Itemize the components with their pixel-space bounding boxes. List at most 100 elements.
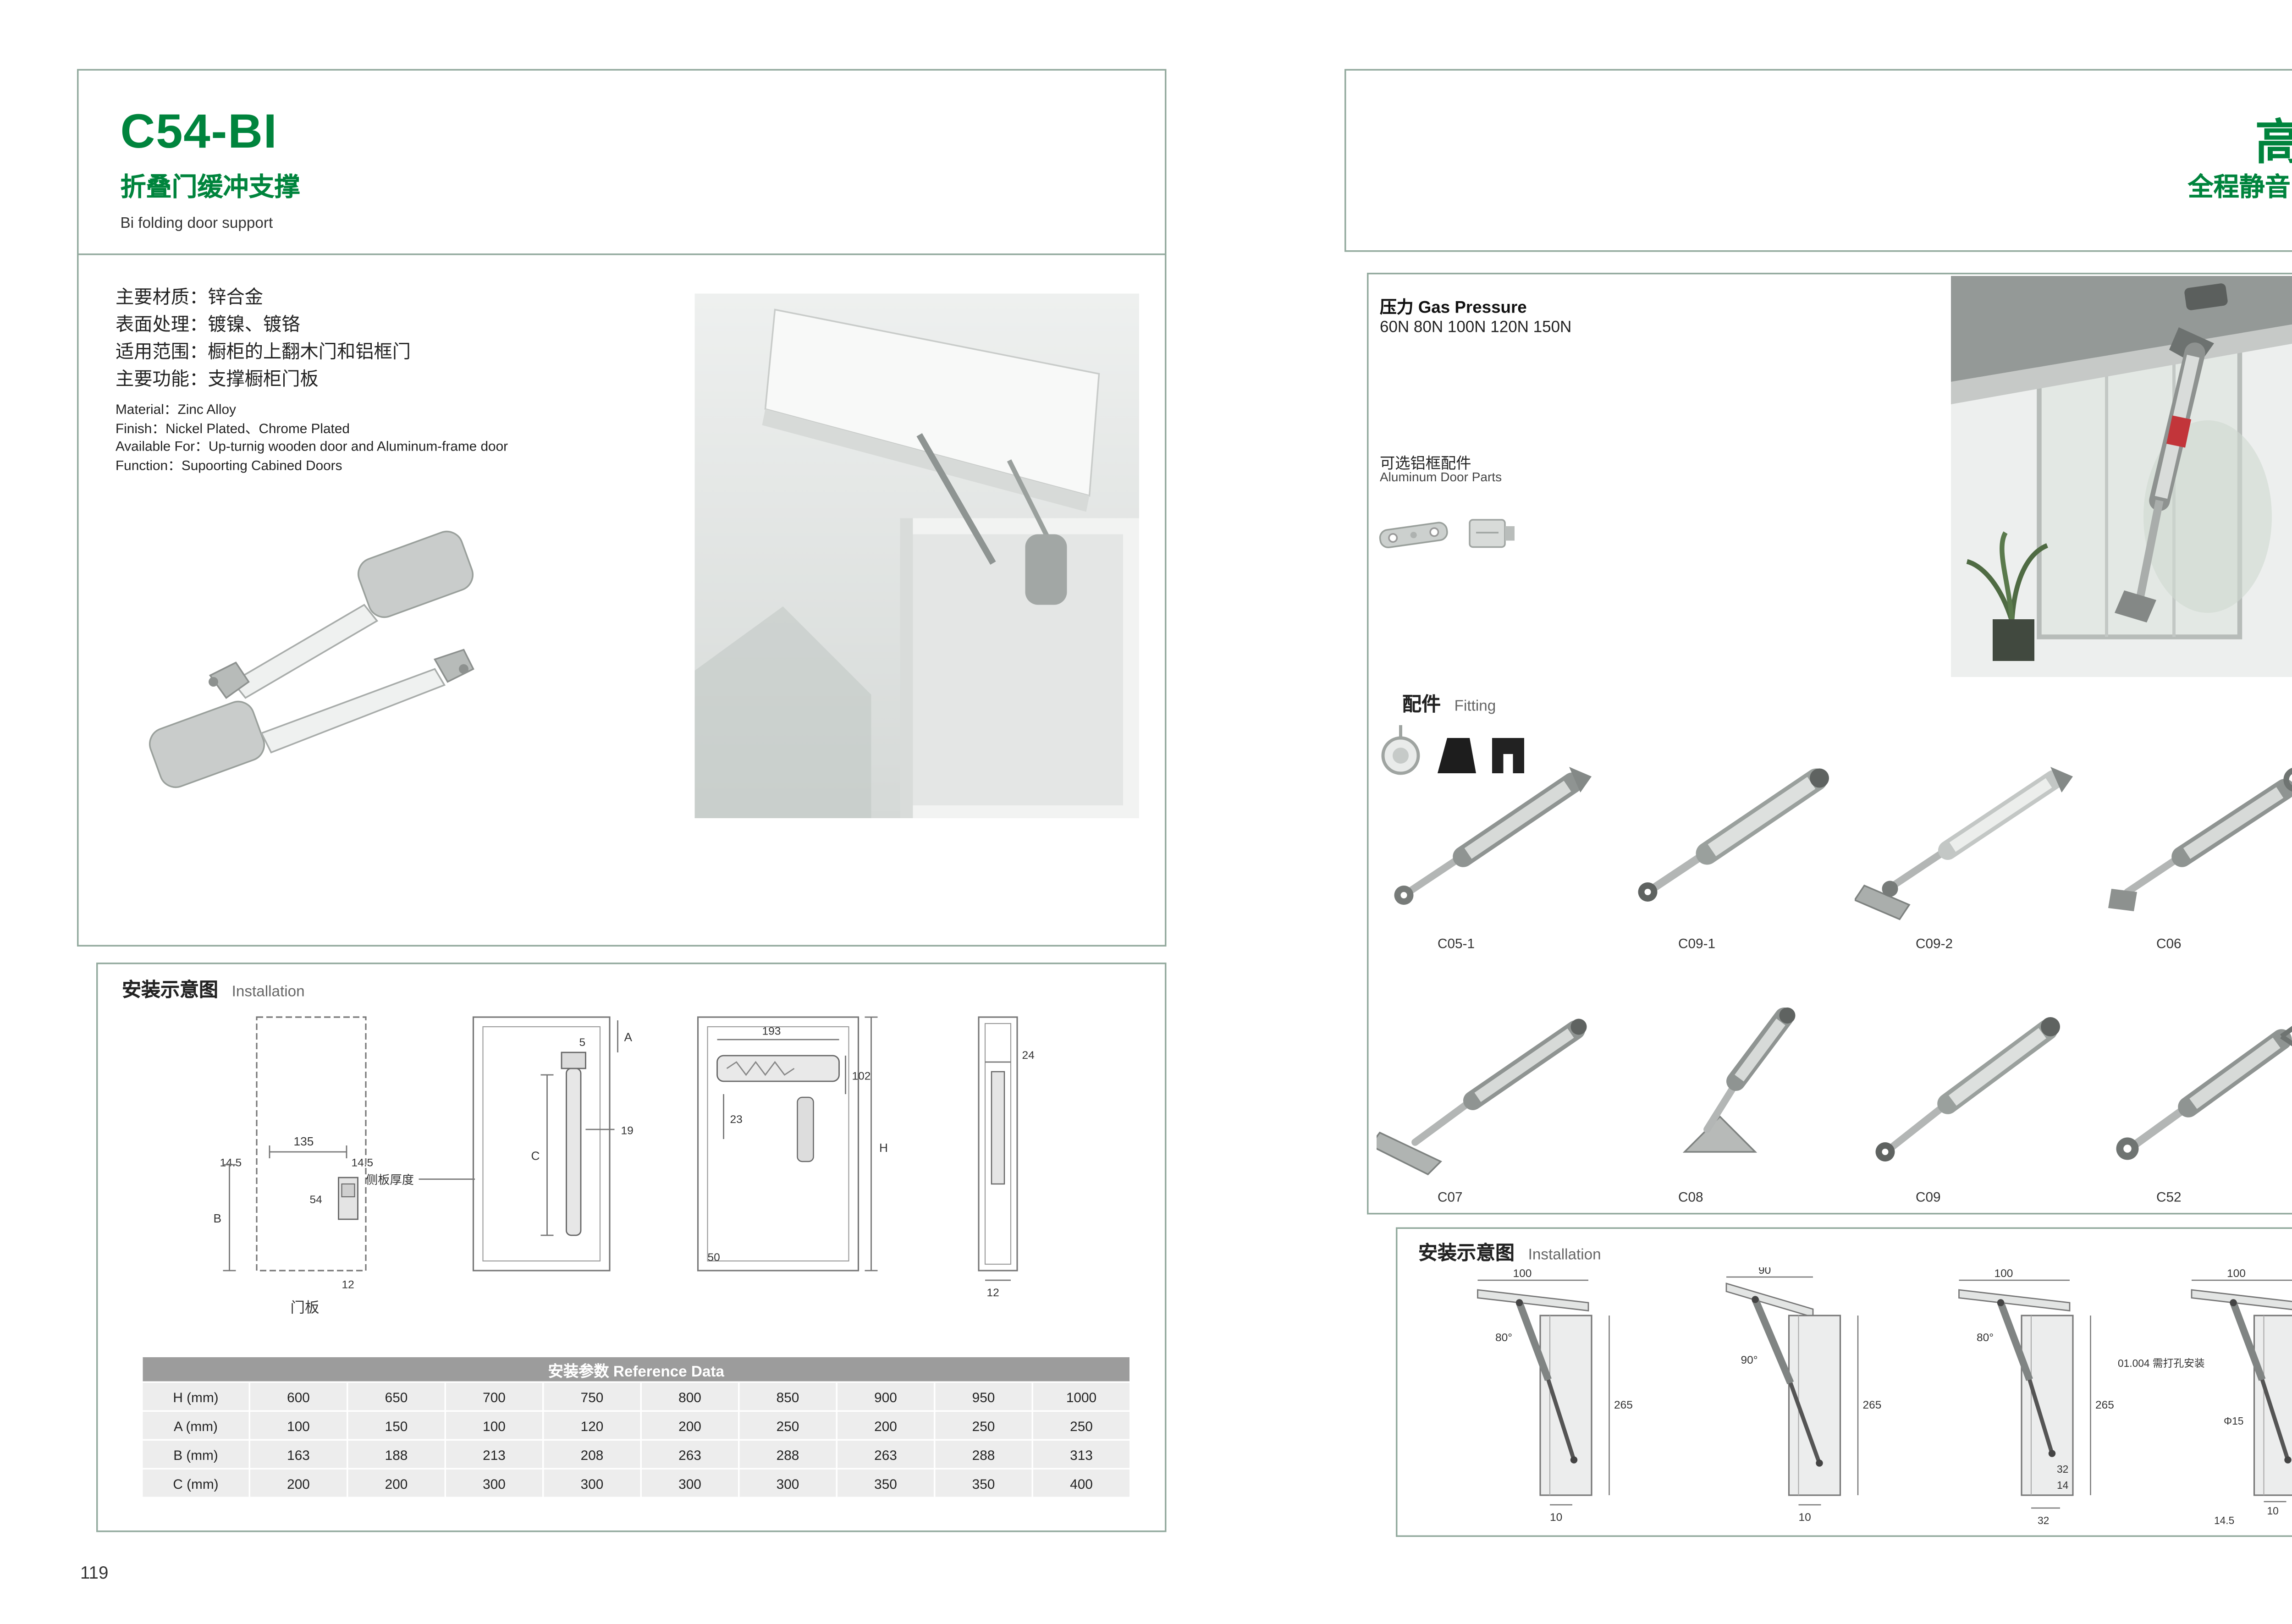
installation-title-cn: 安装示意图: [122, 979, 219, 1001]
spec-line: Function：Supoorting Cabined Doors: [116, 456, 342, 473]
cell: 100: [446, 1412, 542, 1439]
dim-24: 24: [1022, 1049, 1035, 1062]
cell: 300: [642, 1470, 738, 1497]
dim-50: 50: [708, 1251, 720, 1264]
dim-a: A: [624, 1030, 633, 1044]
product-c09-1: C09-1: [1617, 748, 1842, 952]
specs-chinese: 主要材质：锌合金 表面处理：镀镍、镀铬 适用范围：橱柜的上翻木门和铝框门 主要功…: [116, 286, 411, 395]
dim-5: 5: [579, 1036, 586, 1049]
cell: 263: [642, 1441, 738, 1468]
table-row: H (mm) 600 650 700 750 800 850 900 950 1…: [143, 1383, 1129, 1410]
row-label: H (mm): [143, 1383, 249, 1410]
table-row: A (mm) 100 150 100 120 200 250 200 250 2…: [143, 1412, 1129, 1439]
cell: 650: [348, 1383, 445, 1410]
spec-line: 适用范围：橱柜的上翻木门和铝框门: [116, 343, 411, 363]
table-row: C (mm) 200 200 300 300 300 300 350 350 4…: [143, 1470, 1129, 1497]
cell: 313: [1033, 1441, 1129, 1468]
fitting-parts-image: [1381, 725, 1524, 775]
dim-54: 54: [310, 1194, 322, 1206]
cell: 200: [837, 1412, 934, 1439]
right-installation-panel: [1396, 1227, 2292, 1537]
spec-line: 表面处理：镀镍、镀铬: [116, 316, 300, 336]
dim-height: 265: [1863, 1399, 1882, 1411]
dim-10: 10: [2267, 1505, 2279, 1517]
gas-spring-image: [1853, 767, 2073, 920]
cell: 208: [544, 1441, 640, 1468]
cell: 400: [1033, 1470, 1129, 1497]
cell: 213: [446, 1441, 542, 1468]
product-c52: C52: [2095, 1001, 2292, 1205]
cell: 800: [642, 1383, 738, 1410]
dim-height: 265: [2095, 1399, 2114, 1411]
right-installation-heading: 安装示意图 Installation: [1418, 1239, 1601, 1267]
cell: 288: [739, 1441, 836, 1468]
cell: 750: [544, 1383, 640, 1410]
product-label: C52: [2156, 1189, 2182, 1205]
support-arm-lower: [149, 649, 474, 788]
product-label: C08: [1678, 1189, 1703, 1205]
installation-title-cn: 安装示意图: [1418, 1242, 1515, 1264]
cell: 600: [250, 1383, 347, 1410]
page-title: C54-BI: [120, 106, 278, 159]
dim-height: 265: [1614, 1399, 1633, 1411]
dim-102: 102: [852, 1070, 871, 1083]
plant: [1966, 531, 2049, 661]
install-diagram-3: 100 80° 265 32 14 32: [1958, 1267, 2114, 1526]
dim-14-5: 14.5: [2214, 1514, 2234, 1526]
spec-line: 主要材质：锌合金: [116, 289, 263, 308]
product-label: C07: [1438, 1189, 1463, 1205]
product-c07: C07: [1369, 1001, 1601, 1205]
table-title: 安装参数 Reference Data: [143, 1357, 1129, 1382]
dim-32a: 32: [2057, 1463, 2068, 1475]
aluminum-parts-label-cn: 可选铝框配件: [1380, 456, 1471, 473]
right-content-panel: [1367, 273, 2292, 1215]
row-label: A (mm): [143, 1412, 249, 1439]
cell: 288: [935, 1441, 1032, 1468]
page-subtitle-en: Bi folding door support: [120, 215, 273, 233]
install-diagram-2: 90 90° 265 10: [1725, 1267, 1882, 1524]
product-label: C09-1: [1678, 935, 1716, 952]
cell: 100: [250, 1412, 347, 1439]
cell: 200: [250, 1470, 347, 1497]
gas-spring-image: [1875, 1017, 2060, 1162]
product-label: C09-2: [1916, 935, 1953, 952]
cell: 300: [446, 1470, 542, 1497]
side-panel-thickness-label: 侧板厚度: [366, 1173, 414, 1187]
gas-pressure-values: 60N 80N 100N 120N 150N: [1380, 319, 1572, 337]
dim-12: 12: [342, 1279, 354, 1291]
dim-b: B: [214, 1211, 222, 1225]
spec-line: Finish：Nickel Plated、Chrome Plated: [116, 419, 350, 436]
cell: 700: [446, 1383, 542, 1410]
cell: 350: [837, 1470, 934, 1497]
fitting-label-en: Fitting: [1454, 698, 1496, 716]
cell: 163: [250, 1441, 347, 1468]
product-c08: C08: [1617, 1001, 1842, 1205]
product-label: C05-1: [1438, 935, 1475, 952]
product-c05-1: C05-1: [1377, 748, 1601, 952]
cell: 300: [544, 1470, 640, 1497]
product-c06: C06: [2095, 748, 2292, 952]
gas-spring-image: [2108, 768, 2292, 911]
table-header-row: 安装参数 Reference Data: [143, 1357, 1129, 1382]
support-arm-upper: [209, 530, 474, 699]
cell: 250: [739, 1412, 836, 1439]
aluminum-parts-image: [1379, 519, 1515, 549]
product-label: C09: [1916, 1189, 1941, 1205]
cell: 950: [935, 1383, 1032, 1410]
gas-spring-image: [2116, 1026, 2292, 1160]
cell: 200: [642, 1412, 738, 1439]
dim-angle: 80°: [1977, 1332, 1994, 1344]
aluminum-parts-label-en: Aluminum Door Parts: [1380, 470, 1502, 485]
installation-heading: 安装示意图 Installation: [122, 975, 305, 1004]
left-page-panel: [77, 69, 1167, 947]
right-page-subtitle-en: Gas spring: [1344, 215, 2292, 233]
cabinet-photo: [694, 293, 1139, 818]
cell: 350: [935, 1470, 1032, 1497]
dim-top: 100: [1513, 1267, 1532, 1280]
drill-note: 01.004 需打孔安装: [2118, 1357, 2205, 1369]
cell: 850: [739, 1383, 836, 1410]
dim-top: 100: [1994, 1267, 2013, 1280]
installation-panel: [96, 963, 1167, 1532]
cell: 250: [935, 1412, 1032, 1439]
